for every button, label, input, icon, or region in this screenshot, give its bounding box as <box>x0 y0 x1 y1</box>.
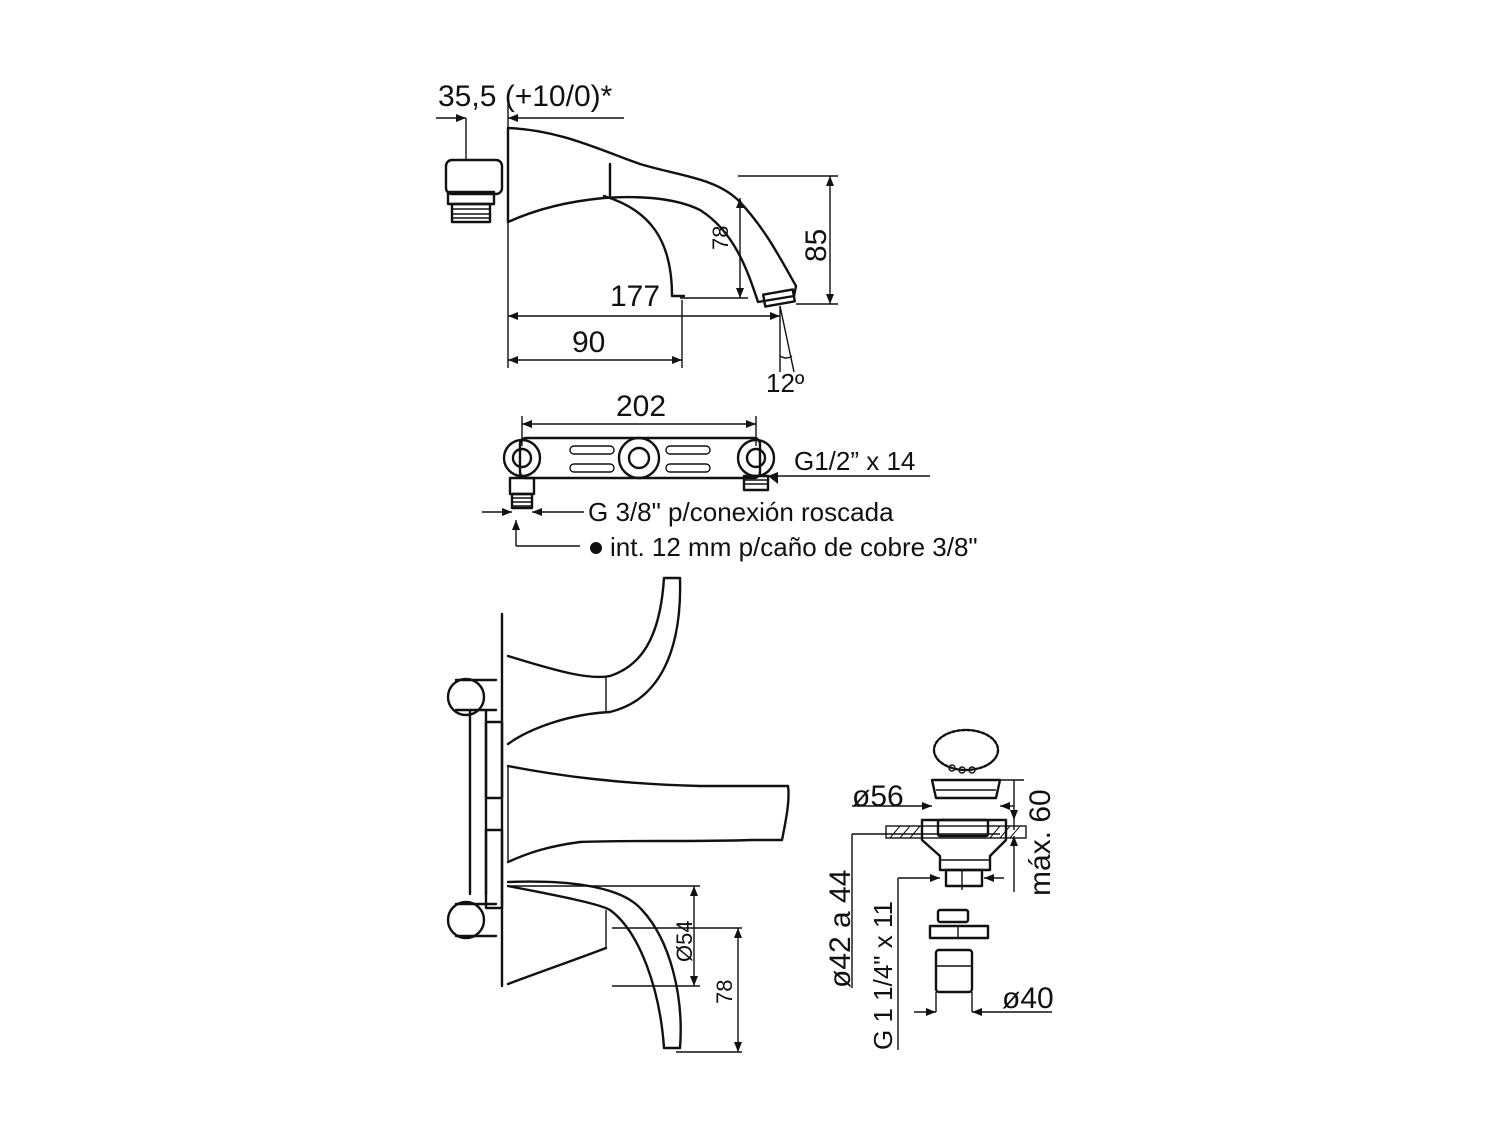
drain-assembly: ø56 máx. 60 ø42 a 44 <box>824 728 1057 1050</box>
low-bracket <box>484 828 504 910</box>
top-handle <box>506 576 682 746</box>
drain-body <box>920 818 1008 872</box>
dim-angle-label: 12º <box>766 368 805 398</box>
dim-85-label: 85 <box>800 229 833 262</box>
dim-78-valve-label: 78 <box>712 980 737 1004</box>
middle-spout <box>506 764 790 864</box>
connector-thread <box>450 202 492 224</box>
left-nut <box>508 476 536 496</box>
dim-hole-label: ø42 a 44 <box>824 870 857 988</box>
drain-plug <box>930 778 1002 800</box>
dim-d56-label: ø56 <box>852 780 904 813</box>
spout-inner-curve <box>602 194 686 298</box>
drain-chain <box>932 728 1000 772</box>
wall-connector <box>444 158 504 196</box>
dim-90-label: 90 <box>572 326 605 359</box>
dim-d54-label: Ø54 <box>672 920 697 962</box>
outlet-thread-label: G1/2” x 14 <box>794 446 915 476</box>
dim-thread-label: G 1 1/4" x 11 <box>868 901 898 1050</box>
dim-d40-label: ø40 <box>1002 982 1054 1015</box>
diameter-symbol <box>590 542 602 554</box>
left-thread <box>510 492 534 510</box>
washer <box>928 924 990 940</box>
lock-nut <box>936 908 970 924</box>
valve-front-view: Ø54 78 <box>446 576 790 1053</box>
left-port <box>502 438 542 478</box>
dim-78-label: 78 <box>708 226 733 250</box>
dim-offset-label: 35,5 (+10/0)* <box>438 80 613 113</box>
dim-202-label: 202 <box>616 390 666 423</box>
drain-thread <box>944 868 984 888</box>
mounting-body: 202 G1/2” x 14 G 3/8" p/conexión r <box>482 390 978 562</box>
manifold <box>454 678 498 896</box>
aerator <box>761 288 797 308</box>
tailpiece <box>934 948 974 994</box>
spout-body <box>506 126 798 304</box>
body-bar <box>518 436 762 480</box>
basin-slab <box>885 825 1027 839</box>
thread-connection-label: G 3/8" p/conexión roscada <box>588 497 894 527</box>
center-port <box>617 436 661 480</box>
right-thread <box>742 474 770 492</box>
dim-max60-label: máx. 60 <box>1024 789 1057 896</box>
spout-side-view: 35,5 (+10/0)* 85 78 177 90 12º <box>436 80 838 398</box>
mid-bracket <box>484 720 504 800</box>
dim-177-label: 177 <box>610 280 660 313</box>
copper-pipe-label: int. 12 mm p/caño de cobre 3/8" <box>610 532 978 562</box>
bottom-handle <box>506 880 682 1050</box>
